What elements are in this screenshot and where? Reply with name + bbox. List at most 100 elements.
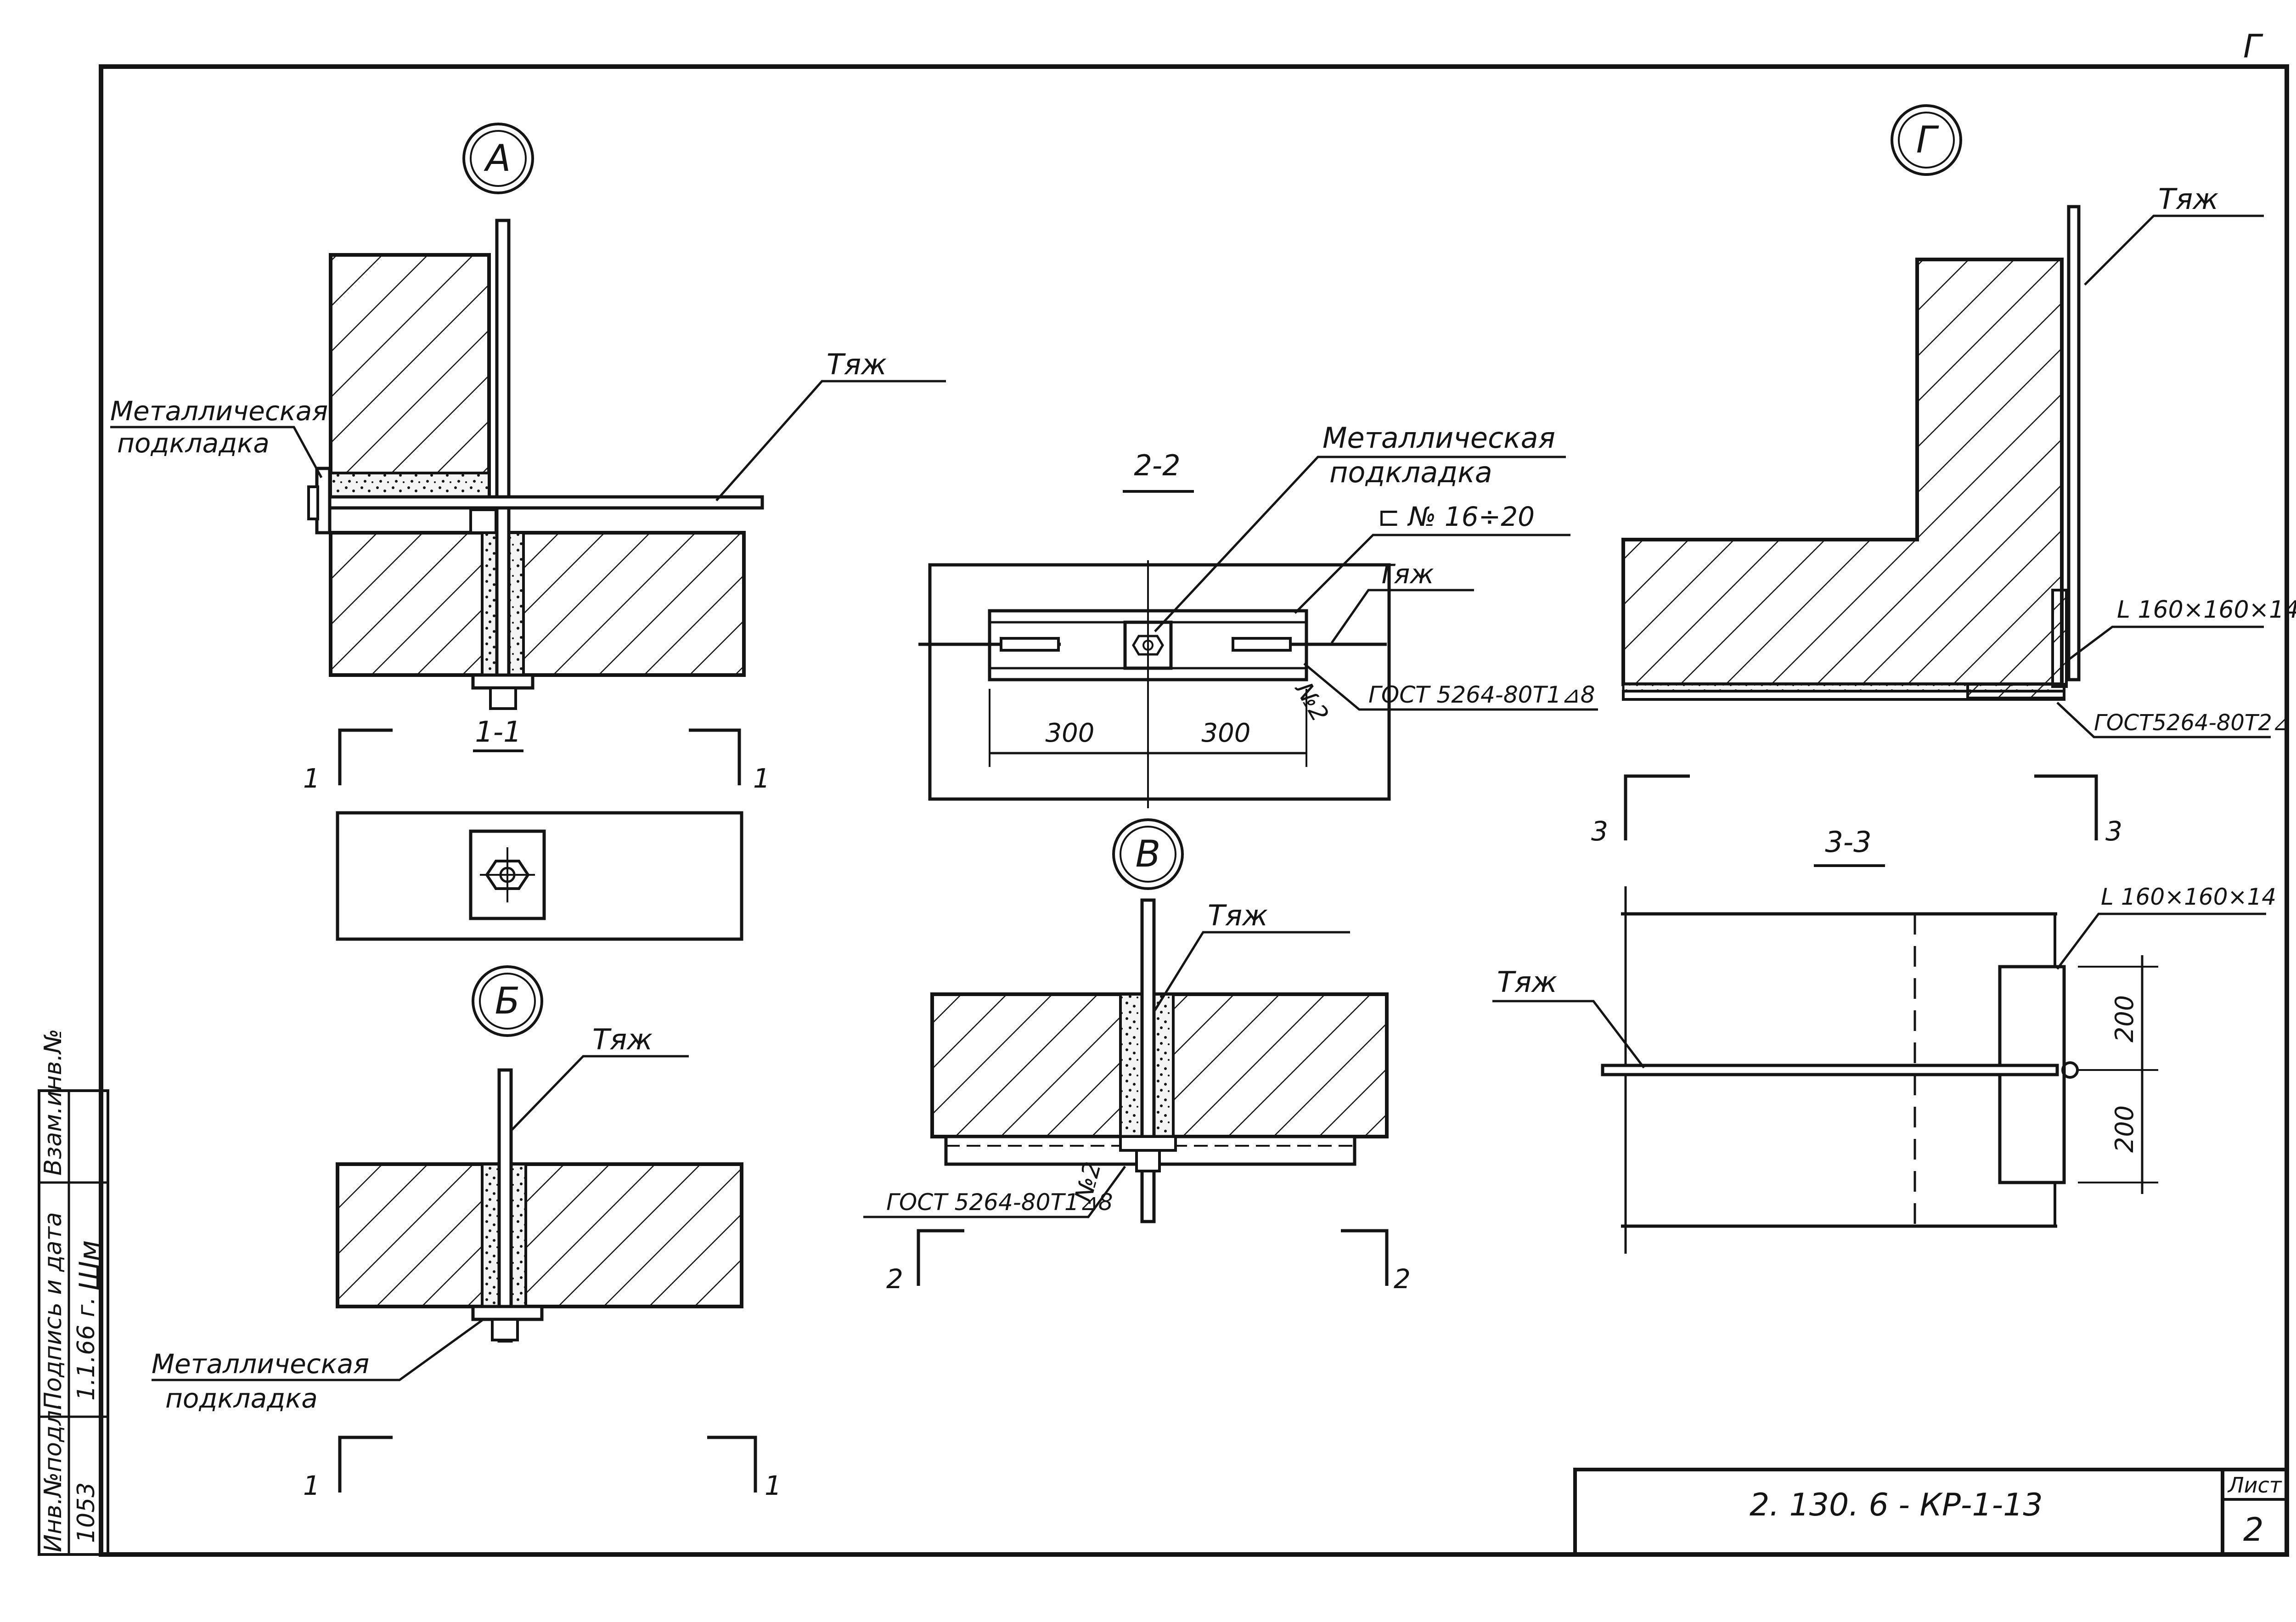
drawing-designation: 2. 130. 6 - КР-1-13 xyxy=(1750,1487,2043,1523)
section-3-3: 3-3 200 200 L 160×160×14 Тяж xyxy=(1492,825,2276,1254)
detail-v-tie-leader xyxy=(1154,931,1350,1011)
section-2-2-tie-label: Тяж xyxy=(1378,558,1434,590)
detail-g-angle-leader xyxy=(2065,625,2264,662)
section-2-2-title: 2-2 xyxy=(1134,449,1180,482)
detail-v-weld-ref: ГОСТ 5264-80Т1⊿8 xyxy=(886,1189,1113,1216)
detail-a-tie-label: Тяж xyxy=(827,348,887,381)
detail-v-cut-right xyxy=(1341,1229,1389,1286)
detail-b-metal-label-1: Металлическая xyxy=(152,1348,369,1380)
section-2-2-metal-leader xyxy=(1154,456,1566,632)
stamp-initials: Шм xyxy=(73,1240,106,1290)
detail-g-angle-horizontal xyxy=(1966,683,2065,699)
section-2-2-tie-leader xyxy=(1330,589,1474,644)
detail-a-metal-label-1: Металлическая xyxy=(110,395,328,427)
section-3-3-tie-label: Тяж xyxy=(1497,965,1557,999)
detail-g-vertical-tie xyxy=(2067,205,2081,681)
detail-a-bottom-washer xyxy=(471,673,535,690)
detail-g-tie-leader xyxy=(2084,214,2264,286)
section-1-1-outline xyxy=(336,811,743,941)
section-2-2-metal-label-2: подкладка xyxy=(1329,456,1492,489)
detail-a-upper-wall xyxy=(329,253,491,500)
detail-g-wall-corner xyxy=(1621,258,2064,686)
detail-g-marker-inner xyxy=(1898,112,1955,169)
detail-a-marker-outer xyxy=(462,123,534,194)
section-2-2-dim-right: 300 xyxy=(1202,718,1251,748)
detail-g-cut-right xyxy=(2034,774,2098,840)
detail-b-metal-leader xyxy=(152,1319,483,1381)
sheet-frame xyxy=(99,64,2289,1557)
section-3-3-angle-label: L 160×160×14 xyxy=(2101,884,2276,910)
detail-a-metal-label-2: подкладка xyxy=(117,428,270,459)
detail-a-cut-left xyxy=(338,728,393,785)
detail-g-cut-label-left: 3 xyxy=(1591,816,1608,847)
detail-g-cut-label-right: 3 xyxy=(2105,816,2122,847)
detail-b-tie-leader xyxy=(511,1055,689,1131)
stamp-sign-label: Подпись и дата xyxy=(39,1212,67,1410)
detail-b: Б Тяж Металлическая подкладка 1 1 xyxy=(152,965,782,1501)
detail-g-weld-ref: ГОСТ5264-80Т2⊿ xyxy=(2094,710,2290,736)
section-2-2-channel-label: ⊏ № 16÷20 xyxy=(1378,501,1535,532)
detail-v: В Тяж ГОСТ 5264-80Т1⊿8 №2 2 2 xyxy=(863,818,1411,1295)
detail-b-cut-label-left: 1 xyxy=(303,1470,320,1501)
detail-b-nut xyxy=(491,1318,519,1341)
section-2-2-metal-label-1: Металлическая xyxy=(1322,421,1555,455)
stamp-replace-label: Взам.инв.№ xyxy=(39,1029,67,1176)
detail-v-cut-label-left: 2 xyxy=(886,1263,903,1295)
section-3-3-dim-top: 200 xyxy=(2110,995,2139,1042)
section-2-2-channel-leader xyxy=(1294,534,1570,614)
section-2-2-outline xyxy=(928,563,1391,801)
detail-g-cut-left xyxy=(1624,774,1690,840)
detail-a-cut-label-right: 1 xyxy=(753,763,770,794)
stamp-inv-label: Инв.№подл. xyxy=(39,1402,67,1552)
detail-g-marker-outer xyxy=(1891,104,1962,176)
detail-g-marker-letter: Г xyxy=(1916,118,1939,161)
detail-v-marker-letter: В xyxy=(1136,833,1161,875)
detail-b-tie-label: Тяж xyxy=(592,1023,653,1056)
section-2-2-weld-leader xyxy=(1303,663,1598,711)
detail-v-nut xyxy=(1135,1149,1161,1172)
section-3-3-tie-end xyxy=(2061,1061,2079,1079)
detail-a: А Металлическая подкладка Тяж 1 1 1-1 xyxy=(110,123,946,941)
stamp-inv-value: 1053 xyxy=(73,1482,100,1543)
detail-a-marker-inner xyxy=(470,130,527,187)
detail-b-slab xyxy=(336,1162,743,1308)
section-3-3-tie xyxy=(1601,1064,2059,1076)
detail-a-lower-slab xyxy=(329,531,746,677)
detail-b-metal-label-2: подкладка xyxy=(165,1383,318,1414)
detail-b-cut-left xyxy=(338,1436,393,1492)
detail-b-cut-right xyxy=(707,1436,757,1492)
section-2-2-weld-ref: ГОСТ 5264-80Т1⊿8 xyxy=(1368,681,1595,708)
detail-b-marker-outer xyxy=(472,965,543,1037)
detail-a-bottom-nut xyxy=(489,687,517,710)
section-3-3-dim-bottom: 200 xyxy=(2110,1105,2139,1153)
detail-v-tie-label: Тяж xyxy=(1208,899,1268,932)
stamp-sign-value: 1.1.66 г. xyxy=(73,1297,100,1401)
detail-b-cut-label-right: 1 xyxy=(765,1470,782,1501)
sheet-label: Лист xyxy=(2227,1473,2282,1498)
detail-v-weld-leader xyxy=(863,1166,1126,1218)
detail-g-tie-label: Тяж xyxy=(2158,182,2218,216)
detail-v-marker-outer xyxy=(1112,818,1184,890)
side-stamp: Инв.№подл. Подпись и дата Взам.инв.№ 105… xyxy=(38,1029,109,1556)
section-2-2-piece-no: №2 xyxy=(1289,677,1334,727)
section-3-3-tie-leader xyxy=(1492,1000,1645,1069)
detail-a-pad xyxy=(469,508,497,534)
sheet-number: 2 xyxy=(2243,1511,2264,1549)
section-3-3-title: 3-3 xyxy=(1825,825,1871,859)
detail-b-vertical-tie xyxy=(497,1068,513,1343)
detail-b-washer xyxy=(471,1305,544,1321)
detail-g-weld-leader xyxy=(2056,702,2271,738)
detail-a-side-nut xyxy=(307,485,319,520)
detail-a-metal-leader xyxy=(110,426,323,479)
detail-v-cut-left xyxy=(917,1229,964,1286)
detail-v-marker-inner xyxy=(1120,826,1176,883)
detail-a-tie-leader xyxy=(715,380,946,501)
detail-v-vertical-tie xyxy=(1140,898,1156,1223)
section-2-2: 2-2 300 300 Металлическая подкладка ⊏ № … xyxy=(918,421,1598,808)
detail-g-angle-label: L 160×160×14 xyxy=(2117,596,2296,624)
detail-g-angle-vertical xyxy=(2051,589,2068,688)
section-2-2-dim-left: 300 xyxy=(1046,718,1095,748)
section-1-1-title: 1-1 xyxy=(475,715,521,749)
detail-a-cut-label-left: 1 xyxy=(303,763,320,794)
